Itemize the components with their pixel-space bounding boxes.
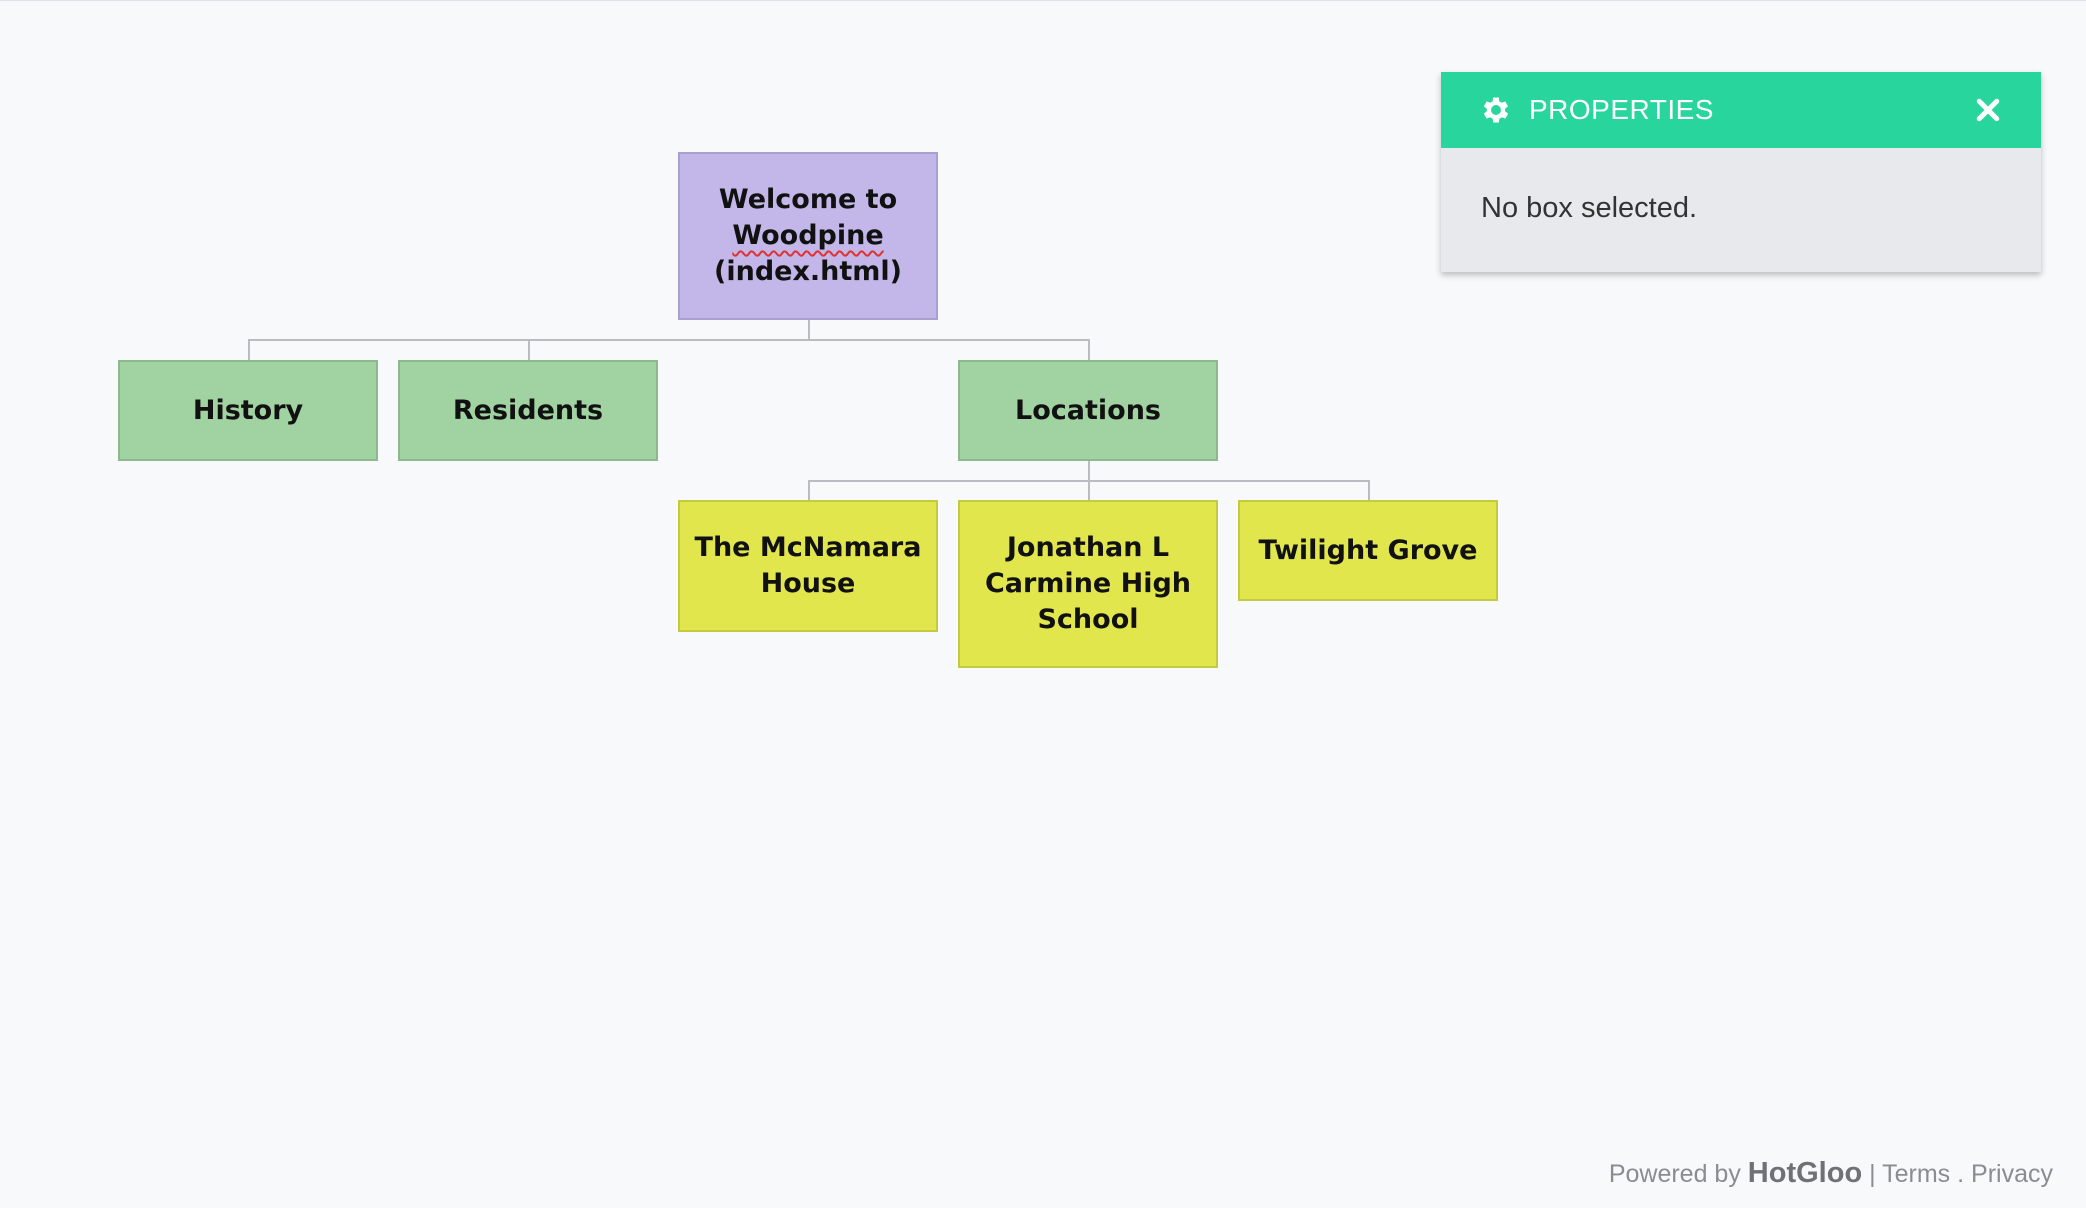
sitemap-box-mcnamara[interactable]: The McNamara House [678,500,938,632]
sitemap-box-mcnamara-label: The McNamara House [694,532,922,599]
properties-panel-header: PROPERTIES [1441,72,2041,148]
footer-terms-link[interactable]: Terms [1882,1160,1951,1188]
sitemap-box-carmine[interactable]: Jonathan L Carmine High School [958,500,1218,668]
sitemap-box-carmine-label: Jonathan L Carmine High School [984,532,1192,635]
sitemap-box-twilight-label: Twilight Grove [1258,534,1478,566]
footer-powered-by: Powered by [1608,1160,1741,1188]
connector-line [808,480,810,502]
connector-line [528,339,530,361]
connector-line [1088,480,1090,502]
connector-line [1368,480,1370,502]
connector-line [808,319,810,340]
sitemap-box-twilight[interactable]: Twilight Grove [1238,500,1498,601]
close-icon[interactable] [1973,95,2003,125]
no-selection-message: No box selected. [1481,192,1698,224]
sitemap-box-root[interactable]: Welcome to Woodpine (index.html) [678,152,938,320]
sitemap-box-history[interactable]: History [118,360,378,461]
sitemap-box-locations[interactable]: Locations [958,360,1218,461]
sitemap-box-root-label: Welcome to Woodpine (index.html) [714,182,902,290]
gear-icon [1483,97,1509,123]
properties-panel-body: No box selected. [1441,148,2041,269]
sitemap-box-history-label: History [192,394,304,426]
footer-privacy-link[interactable]: Privacy [1971,1160,2053,1188]
sitemap-box-residents-label: Residents [452,394,604,426]
footer-brand-link[interactable]: HotGloo [1747,1157,1863,1189]
connector-line [248,339,1090,341]
footer-separator: | [1869,1160,1876,1188]
connector-line [1088,460,1090,481]
footer: Powered by HotGloo | Terms . Privacy [1609,1157,2053,1190]
root-label-line3: (index.html) [714,256,902,287]
root-label-line2: Woodpine [732,220,884,251]
sitemap-box-locations-label: Locations [1015,394,1161,426]
properties-panel: PROPERTIES No box selected. [1441,72,2041,272]
root-label-line1: Welcome to [718,184,898,215]
connector-line [1088,339,1090,361]
properties-panel-title: PROPERTIES [1529,94,1714,125]
connector-line [248,339,250,361]
sitemap-box-residents[interactable]: Residents [398,360,658,461]
footer-dot: . [1957,1160,1965,1188]
